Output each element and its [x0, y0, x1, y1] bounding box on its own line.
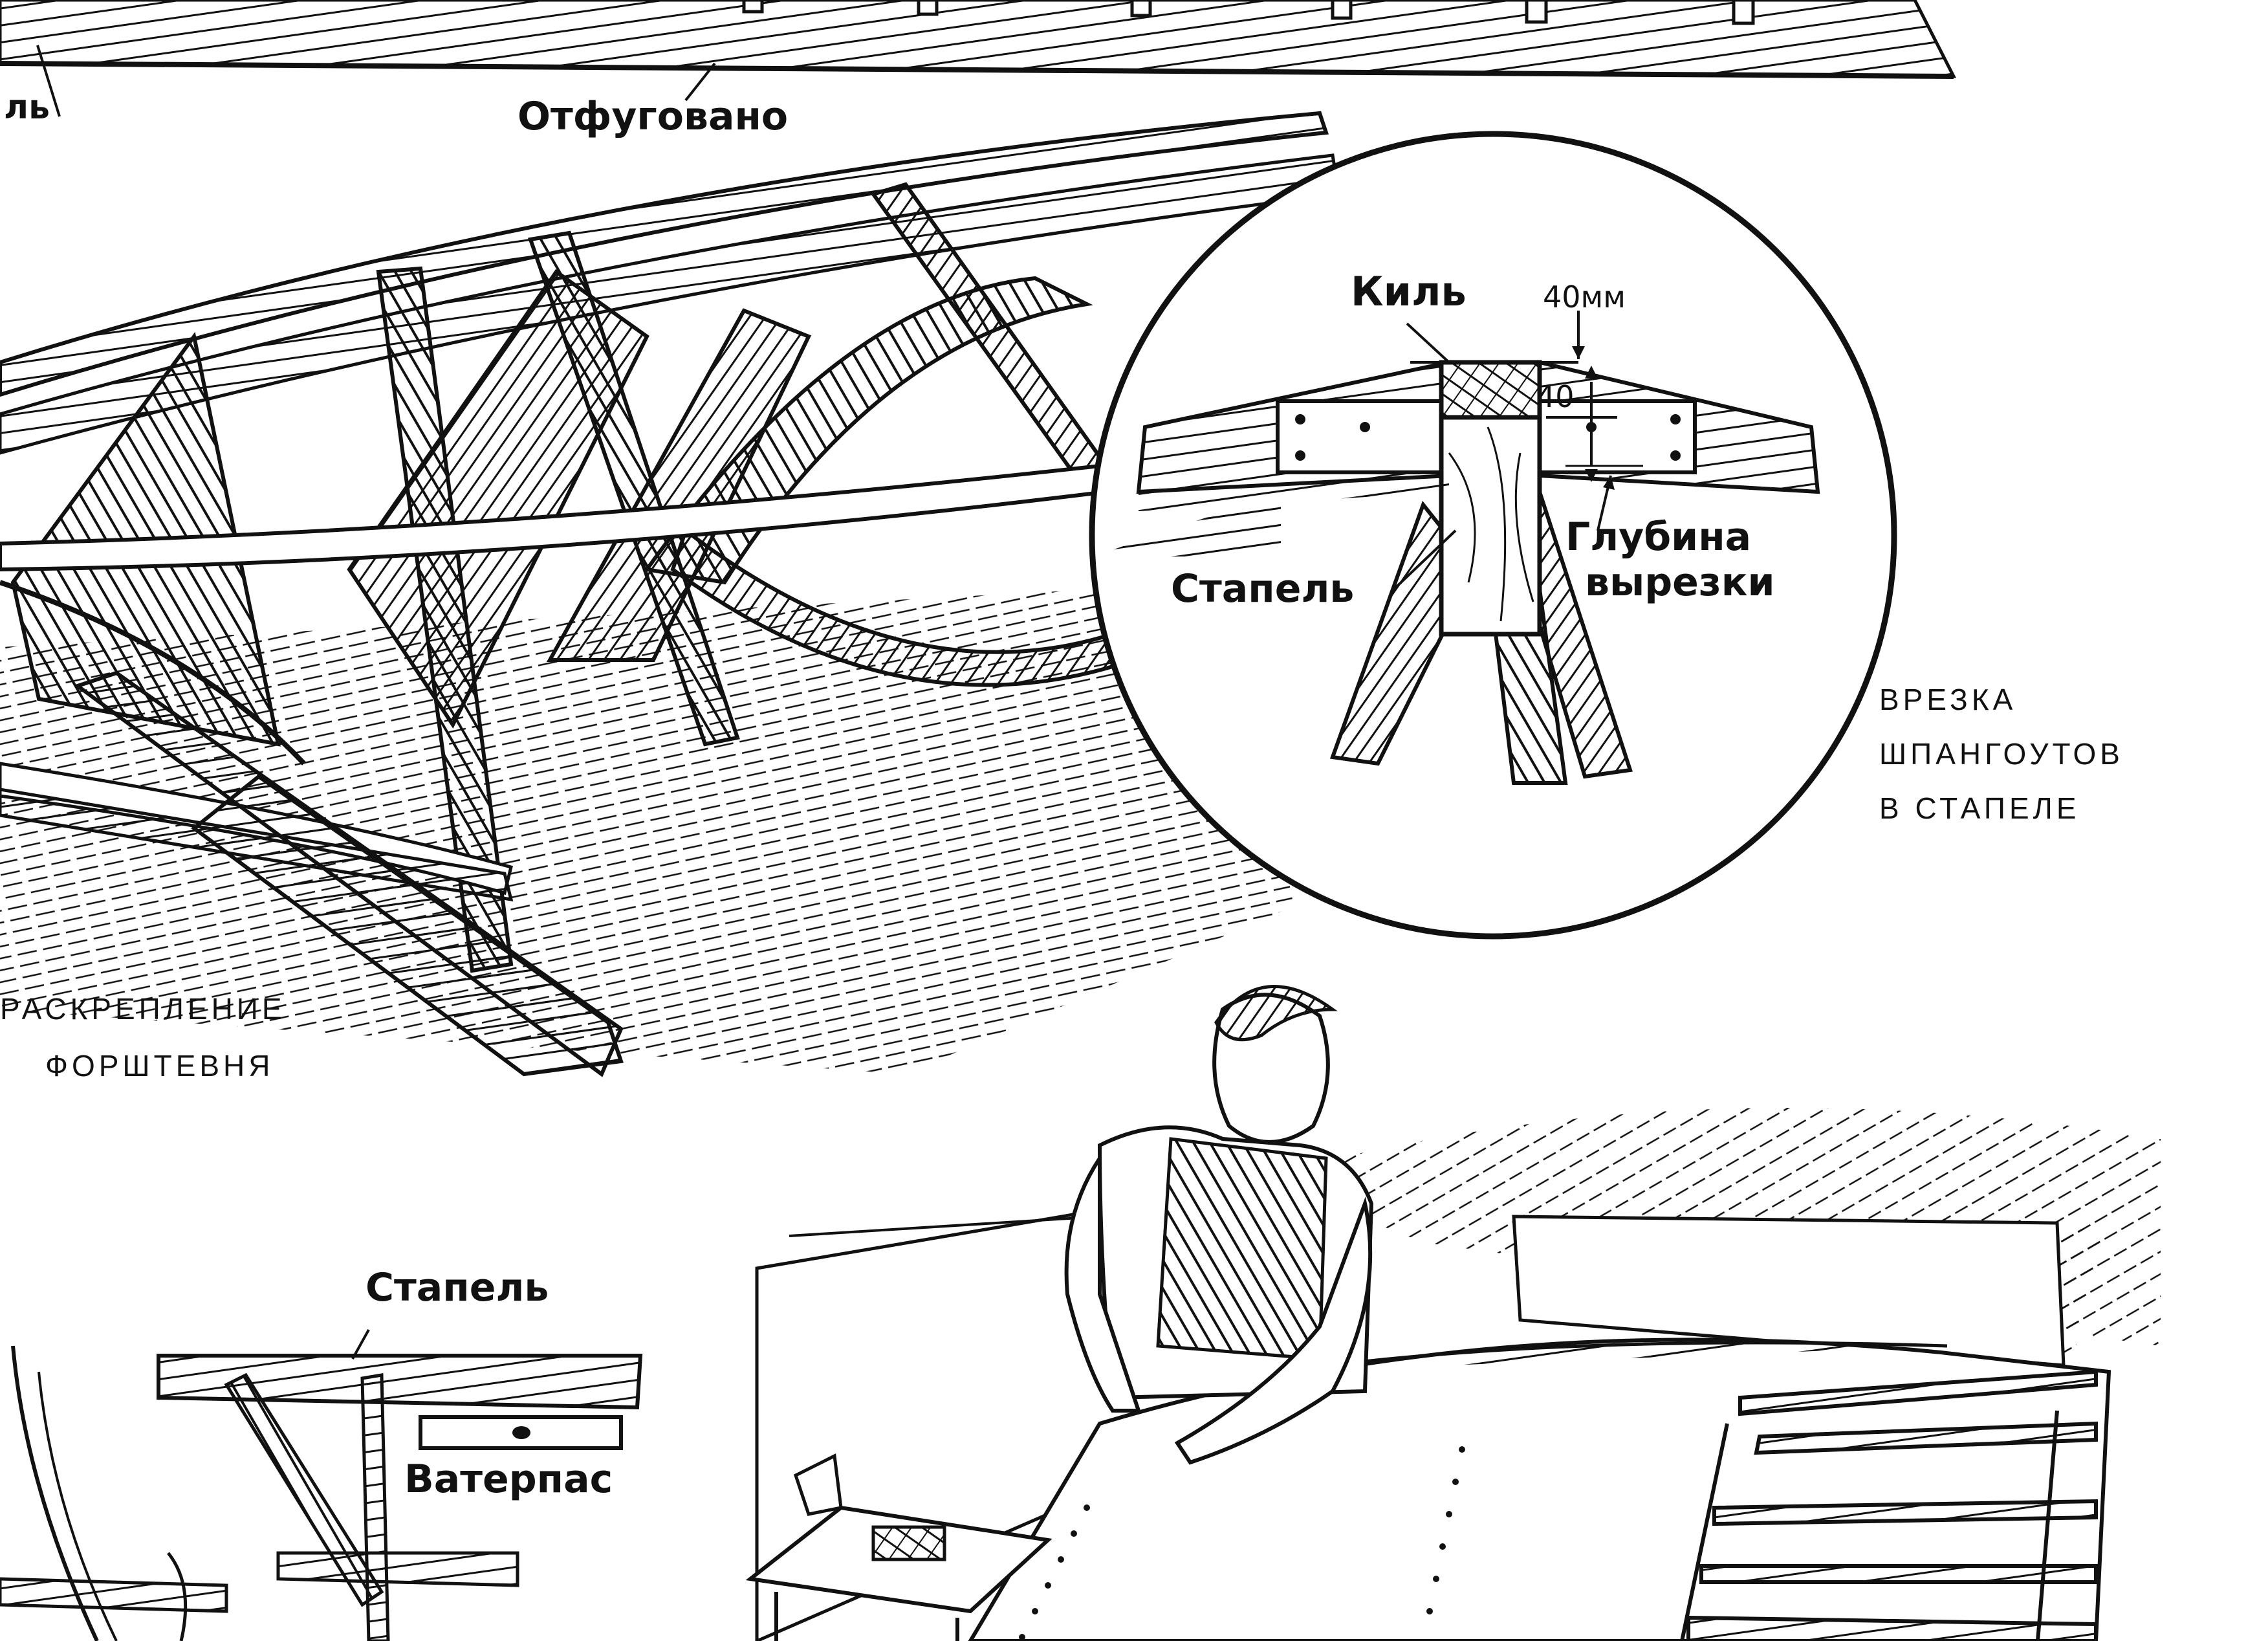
worker-scene	[745, 984, 2161, 1641]
worker-figure	[1064, 984, 1374, 1465]
cut-depth-label-line1: Глубина	[1565, 514, 1752, 560]
dimension-40-label: 40	[1536, 379, 1575, 414]
keel-label: Киль	[1351, 268, 1467, 315]
cut-depth-label-line2: вырезки	[1585, 560, 1775, 605]
keel-leader-line	[36, 45, 61, 117]
raskreplenie-caption-line2: ФОРШТЕВНЯ	[45, 1049, 274, 1083]
detail-circle	[1089, 131, 1897, 940]
top-keel-board	[0, 0, 1957, 117]
vrezka-caption-line2: ШПАНГОУТОВ	[1879, 737, 2124, 771]
otfugovano-leader-line	[684, 62, 716, 102]
dimension-40mm-label: 40мм	[1543, 280, 1626, 314]
vrezka-caption-line3: В СТАПЕЛЕ	[1879, 791, 2080, 825]
hull-frame-perspective	[0, 111, 1341, 1077]
otfugovano-label: Отфуговано	[518, 94, 789, 139]
work-table	[745, 1453, 1052, 1641]
raskreplenie-caption-line1: РАСКРЕПЛЕНИЕ	[0, 992, 286, 1026]
keel-label-fragment: ль	[4, 88, 50, 127]
stapel-detail-label: Стапель	[1171, 566, 1355, 611]
vrezka-caption-line1: ВРЕЗКА	[1879, 683, 2017, 716]
vaterpas-label: Ватерпас	[404, 1457, 613, 1502]
stapel-lower-label: Стапель	[365, 1265, 549, 1310]
stapel-level-sketch	[0, 1329, 643, 1641]
